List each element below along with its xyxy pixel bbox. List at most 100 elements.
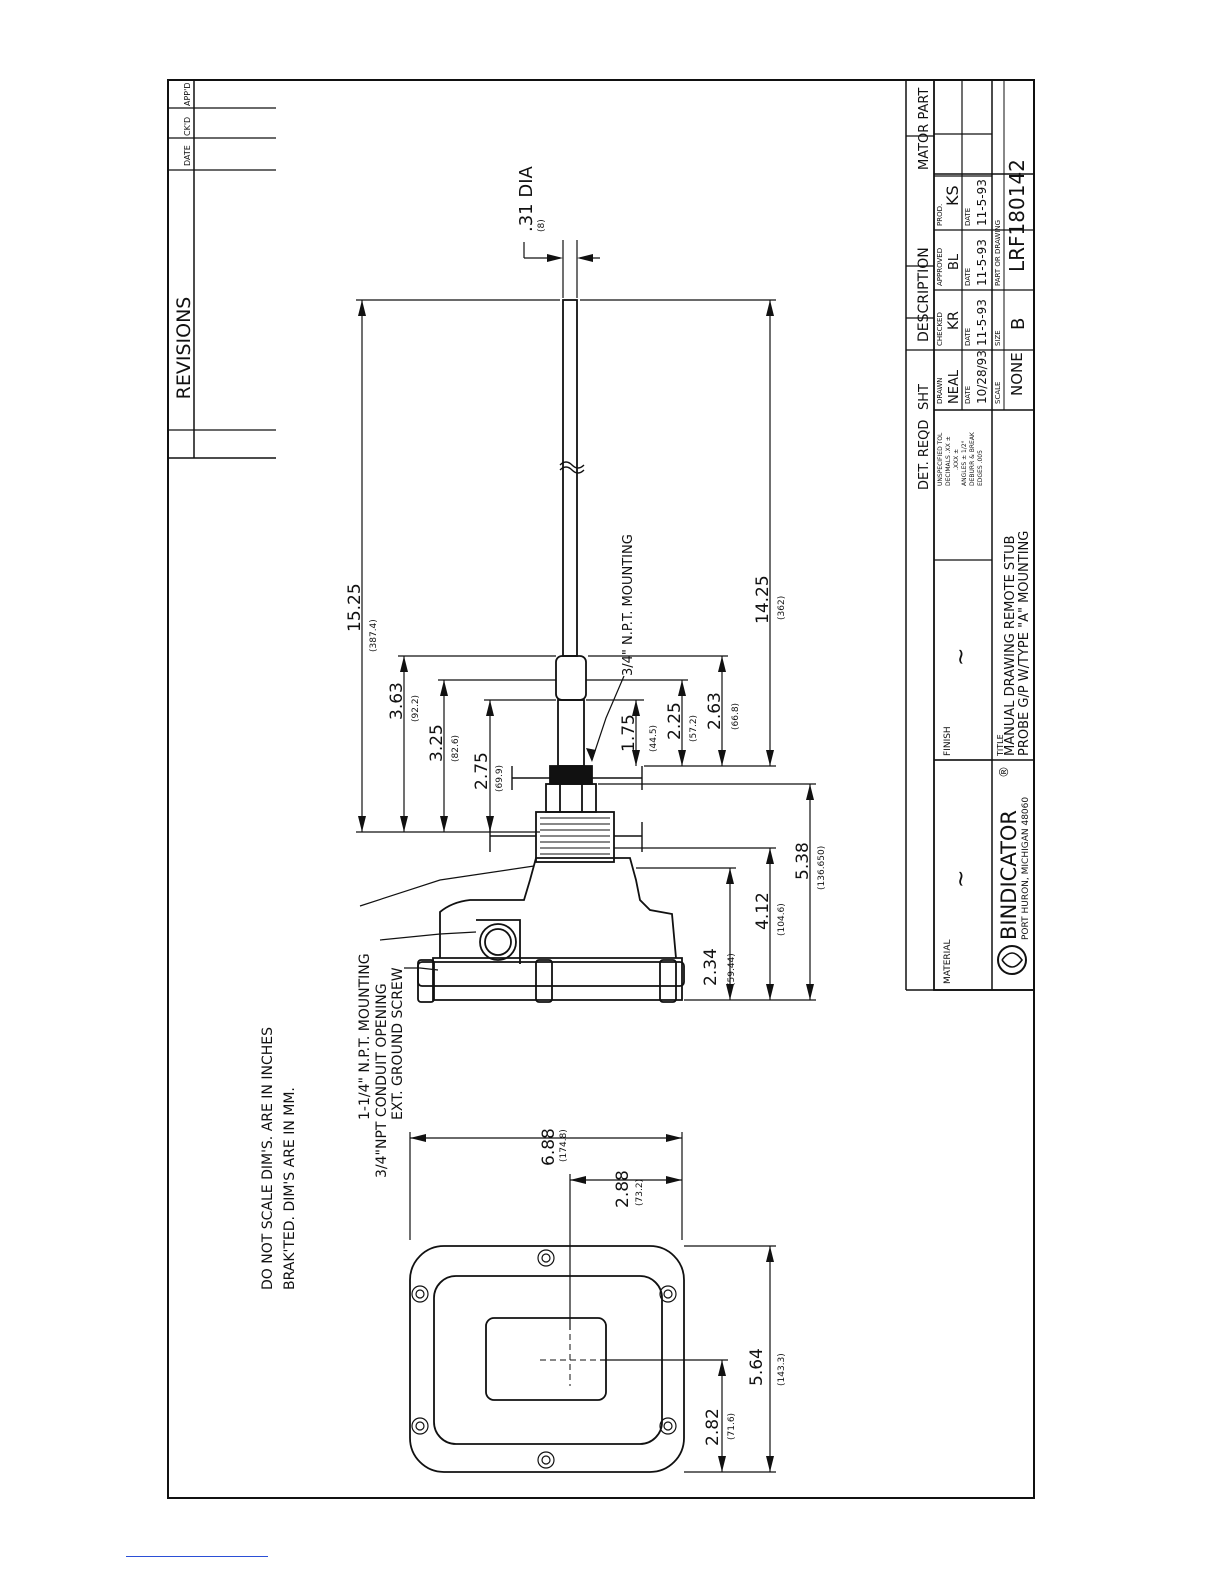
dim-688-mm: (174.8) xyxy=(559,1129,569,1162)
npt-114-mounting-label: 1-1/4" N.P.T. MOUNTING xyxy=(357,953,373,1120)
dimension-labels: 15.25 (387.4) 3.63 (92.2) 3.25 (82.6) 2.… xyxy=(345,165,827,986)
dim-688: 6.88 xyxy=(539,1128,559,1166)
tol-line-6: EDGES .005 xyxy=(977,450,984,486)
dim-412-mm: (104.6) xyxy=(777,903,787,936)
approved-date-label: DATE xyxy=(964,268,972,286)
dim-412: 4.12 xyxy=(753,892,773,930)
bottom-view-arrows xyxy=(410,1134,774,1472)
approved-value: BL xyxy=(947,253,962,270)
callout-labels: 3/4" N.P.T. MOUNTING 1-1/4" N.P.T. MOUNT… xyxy=(357,534,636,1178)
probe-rod xyxy=(562,299,578,657)
part-label: PART OR DRAWING xyxy=(994,220,1002,286)
title-block xyxy=(905,79,1035,991)
dim-263: 2.63 xyxy=(705,692,725,730)
prod-value: KS xyxy=(943,185,962,206)
dimension-arrows xyxy=(358,254,814,1000)
company-address: PORT HURON, MICHIGAN 48060 xyxy=(1021,797,1031,940)
dim-275-mm: (69.9) xyxy=(495,765,505,792)
dim-288-mm: (73.2) xyxy=(635,1179,645,1206)
stub-dia-label: .31 DIA xyxy=(516,165,537,232)
tol-line-5: DEBURR & BREAK xyxy=(969,431,976,486)
dimension-lines xyxy=(356,240,816,1001)
hex-nut xyxy=(545,783,597,813)
revisions-block: REVISIONS DATE CK'D APP'D xyxy=(168,80,276,459)
dim-175-mm: (44.5) xyxy=(649,725,659,752)
bottom-view-dimensions xyxy=(409,1132,776,1473)
dim-225-mm: (57.2) xyxy=(689,715,699,742)
dim-175: 1.75 xyxy=(619,714,639,752)
drawn-label: DRAWN xyxy=(936,377,944,404)
dim-275: 2.75 xyxy=(472,752,492,790)
probe-side-view xyxy=(417,299,685,1003)
prod-date-label: DATE xyxy=(964,208,972,226)
dim-564: 5.64 xyxy=(747,1348,767,1386)
npt-34-mounting-label: 3/4" N.P.T. MOUNTING xyxy=(621,534,636,676)
dim-288: 2.88 xyxy=(613,1170,633,1208)
title-line-2: PROBE G/P W/TYPE "A" MOUNTING xyxy=(1017,531,1032,756)
drawn-date-label: DATE xyxy=(964,386,972,404)
dim-564-mm: (143.3) xyxy=(777,1353,787,1386)
conduit-boss xyxy=(479,923,517,961)
det-reqd-label: DET. REQD xyxy=(917,420,932,490)
approved-date: 11-5-93 xyxy=(975,239,989,286)
dim-538-mm: (136.650) xyxy=(817,846,827,890)
scale-value: NONE xyxy=(1008,352,1026,396)
page-footer-rule xyxy=(126,1556,268,1557)
note-line-2: BRAK'TED. DIM'S ARE IN MM. xyxy=(282,1087,298,1290)
checked-date-label: DATE xyxy=(964,328,972,346)
scale-label: SCALE xyxy=(994,382,1002,404)
dim-1425: 14.25 xyxy=(753,575,773,624)
dim-325-mm: (82.6) xyxy=(451,735,461,762)
revisions-title: REVISIONS xyxy=(173,297,195,400)
size-label: SIZE xyxy=(994,330,1002,346)
prod-label: PROD. xyxy=(936,204,944,226)
housing-flange xyxy=(417,961,685,987)
material-label: MATERIAL xyxy=(943,940,953,985)
tol-line-1: UNSPECIFIED TOL xyxy=(937,432,944,486)
mator-part-label: MATOR PART xyxy=(917,88,932,170)
dim-363-mm: (92.2) xyxy=(411,695,421,722)
dim-538: 5.38 xyxy=(793,842,813,880)
dim-1425-mm: (362) xyxy=(777,596,787,620)
checked-date: 11-5-93 xyxy=(975,299,989,346)
drawn-date: 10/28/93 xyxy=(975,350,989,404)
dim-282-mm: (71.6) xyxy=(727,1413,737,1440)
stub-dia-mm: (8) xyxy=(537,219,547,232)
finish-label: FINISH xyxy=(943,726,953,756)
title-label: TITLE xyxy=(996,734,1005,757)
tol-line-4: ANGLES ± 1/2° xyxy=(961,440,968,486)
title-block-text: MATERIAL ~ FINISH ~ BINDICATOR ® PORT HU… xyxy=(916,88,1032,984)
dim-1525: 15.25 xyxy=(345,583,365,632)
size-value: B xyxy=(1008,318,1029,330)
tol-line-2: DECIMALS .XX ± xyxy=(945,436,952,486)
approved-label: APPROVED xyxy=(936,248,944,286)
dim-225: 2.25 xyxy=(665,702,685,740)
ground-screw-label: EXT. GROUND SCREW xyxy=(390,967,406,1120)
drawing-notes: DO NOT SCALE DIM'S. ARE IN INCHES BRAK'T… xyxy=(260,1027,298,1290)
finish-value: ~ xyxy=(949,648,974,666)
bottom-view-dimension-labels: 6.88 (174.8) 2.88 (73.2) 5.64 (143.3) 2.… xyxy=(539,1128,787,1446)
bindicator-logo xyxy=(997,945,1027,975)
dim-234: 2.34 xyxy=(701,948,721,986)
dim-325: 3.25 xyxy=(427,724,447,762)
housing-body xyxy=(432,957,683,1001)
revisions-col-date: DATE xyxy=(183,145,192,166)
sht-label: SHT xyxy=(917,384,932,410)
mounting-thread-34 xyxy=(549,765,593,785)
revisions-col-chkd: CK'D xyxy=(183,117,192,136)
dim-1525-mm: (387.4) xyxy=(369,619,379,652)
housing-bottom-view xyxy=(409,1245,685,1473)
material-value: ~ xyxy=(949,870,974,888)
company-mark: ® xyxy=(997,766,1011,778)
dim-363: 3.63 xyxy=(387,682,407,720)
revisions-col-appd: APP'D xyxy=(183,83,192,106)
prod-date: 11-5-93 xyxy=(975,179,989,226)
dim-234-mm: (59.44) xyxy=(727,953,737,986)
drawn-value: NEAL xyxy=(947,369,962,404)
part-number: LRF180142 xyxy=(1005,159,1029,272)
checked-value: KR xyxy=(946,311,962,330)
tol-line-3: .XXX ± xyxy=(953,449,960,470)
note-line-1: DO NOT SCALE DIM'S. ARE IN INCHES xyxy=(260,1027,276,1290)
checked-label: CHECKED xyxy=(936,312,944,346)
